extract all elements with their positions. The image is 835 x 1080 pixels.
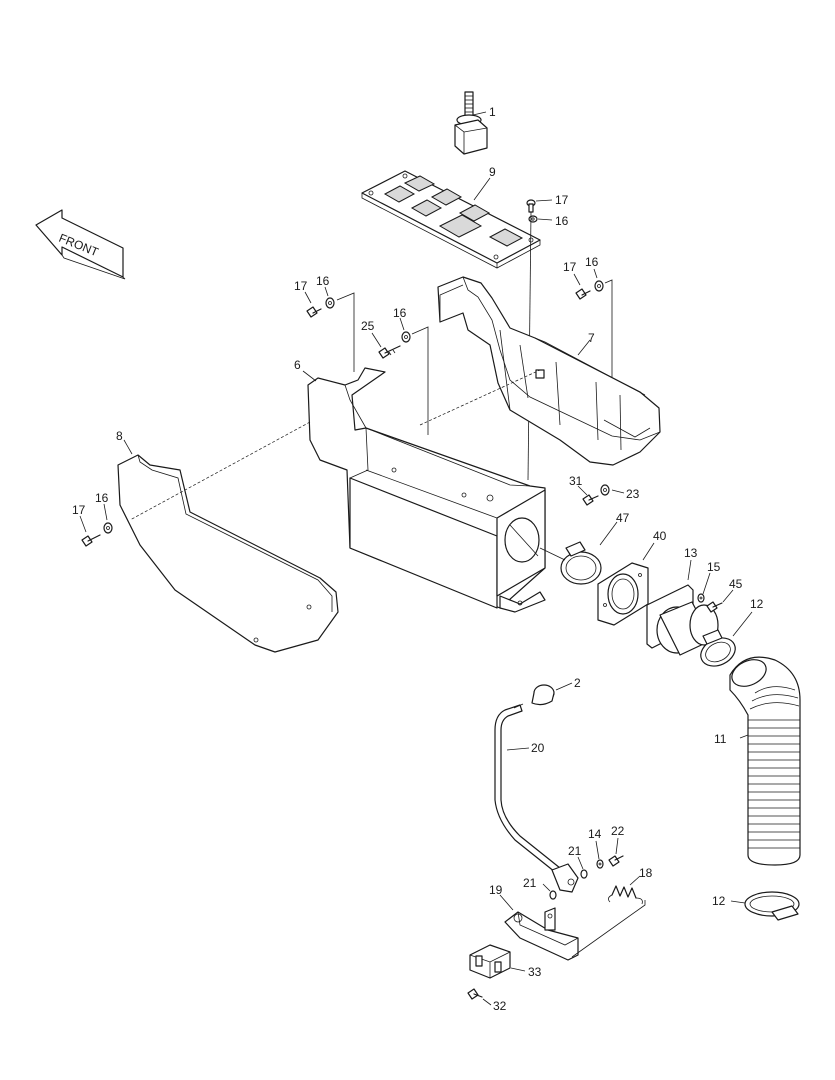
callout-17-top: 17 xyxy=(555,193,569,207)
callout-21-upper: 21 xyxy=(568,844,582,858)
part-12-clamp-lower: 12 xyxy=(712,891,800,921)
bolt-17-washer-16-top: 17 16 xyxy=(526,193,569,481)
callout-16-top: 16 xyxy=(555,214,569,228)
washer-21-lower: 21 xyxy=(523,876,557,900)
callout-11: 11 xyxy=(714,732,727,746)
callout-20: 20 xyxy=(531,741,545,755)
callout-25: 25 xyxy=(361,319,375,333)
part-20-rod: 20 xyxy=(494,703,579,893)
callout-23: 23 xyxy=(626,487,640,501)
part-6-main-housing: 6 xyxy=(294,358,546,613)
screw-32: 32 xyxy=(467,988,507,1013)
callout-32: 32 xyxy=(493,999,507,1013)
washer-15-bolt-45: 15 45 xyxy=(697,560,743,613)
bolt-17-washer-16-left-upper: 17 16 xyxy=(294,274,355,372)
callout-17-right-upper: 17 xyxy=(563,260,577,274)
part-7-right-housing: 7 xyxy=(437,276,661,466)
hose-corrugations xyxy=(748,686,800,849)
callout-31: 31 xyxy=(569,474,583,488)
part-18-spring: 18 xyxy=(608,866,653,905)
callout-9: 9 xyxy=(489,165,496,179)
washer-21-14-bolt-22: 21 14 22 xyxy=(568,824,625,879)
callout-33: 33 xyxy=(528,965,542,979)
callout-47: 47 xyxy=(616,511,630,525)
callout-22: 22 xyxy=(611,824,625,838)
part-19-bracket: 19 xyxy=(489,883,646,961)
callout-13: 13 xyxy=(684,546,698,560)
callout-7: 7 xyxy=(588,331,595,345)
part-11-hose: 11 xyxy=(714,656,801,866)
callout-14: 14 xyxy=(588,827,602,841)
callout-17-left-lower: 17 xyxy=(72,503,86,517)
callout-40: 40 xyxy=(653,529,667,543)
part-9-grill-plate: 9 xyxy=(361,165,541,269)
callout-16-mid: 16 xyxy=(393,306,407,320)
part-33-switch: 33 xyxy=(469,944,542,979)
callout-45: 45 xyxy=(729,577,743,591)
part-1-fitting: 1 xyxy=(454,91,496,155)
bolt-31-washer-23: 31 23 xyxy=(569,474,640,506)
callout-2: 2 xyxy=(574,676,581,690)
part-40-gasket: 40 xyxy=(597,529,667,626)
callout-12-upper: 12 xyxy=(750,597,764,611)
callout-16-left-upper: 16 xyxy=(316,274,330,288)
callout-16-right-upper: 16 xyxy=(585,255,599,269)
callout-12-lower: 12 xyxy=(712,894,726,908)
callout-21-lower: 21 xyxy=(523,876,537,890)
callout-17-left-upper: 17 xyxy=(294,279,308,293)
callout-15: 15 xyxy=(707,560,721,574)
front-arrow: FRONT xyxy=(35,209,126,280)
part-8-left-cover: 8 xyxy=(116,421,339,653)
callout-16-left-lower: 16 xyxy=(95,491,109,505)
callout-19: 19 xyxy=(489,883,503,897)
bolt-17-washer-16-right-upper: 17 16 xyxy=(563,255,613,429)
callout-6: 6 xyxy=(294,358,301,372)
part-47-clamp: 47 xyxy=(539,511,630,585)
callout-18: 18 xyxy=(639,866,653,880)
part-12-clamp-upper: 12 xyxy=(700,597,764,667)
part-2-knob: 2 xyxy=(531,676,581,706)
bolt-17-washer-16-left-lower: 17 16 xyxy=(72,491,113,547)
callout-8: 8 xyxy=(116,429,123,443)
callout-1: 1 xyxy=(489,105,496,119)
bolt-25-washer-16: 25 16 xyxy=(361,306,429,435)
